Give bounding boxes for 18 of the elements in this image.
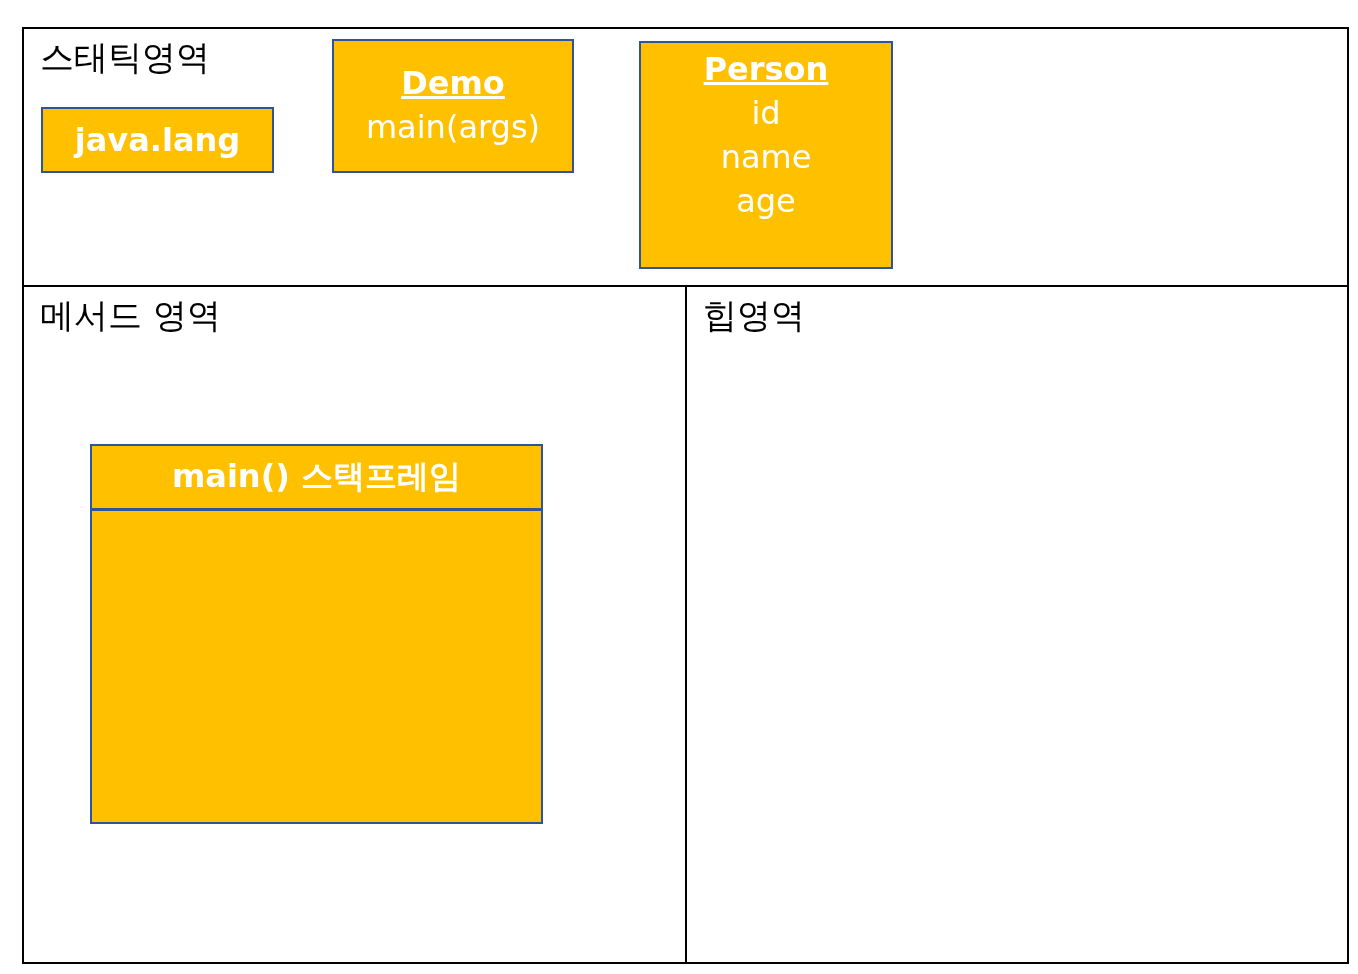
area-title: 메서드 영역 bbox=[40, 294, 221, 337]
member-text: main(args) bbox=[364, 107, 542, 148]
static-area-panel bbox=[22, 27, 1349, 287]
method-area-panel bbox=[22, 285, 687, 964]
class-box bbox=[639, 41, 893, 269]
stack-frame-box bbox=[90, 444, 543, 824]
class-name: java.lang bbox=[72, 120, 242, 161]
frame-title: main() 스택프레임 bbox=[170, 456, 463, 497]
heap-area-panel bbox=[685, 285, 1349, 964]
member-text: age bbox=[735, 181, 797, 222]
class-name: Demo bbox=[400, 63, 506, 104]
member-text: name bbox=[719, 137, 813, 178]
area-title: 스태틱영역 bbox=[40, 36, 210, 79]
member-text: id bbox=[750, 93, 782, 134]
class-box bbox=[332, 39, 574, 173]
area-title: 힙영역 bbox=[703, 294, 805, 337]
class-name: Person bbox=[702, 49, 830, 90]
class-box bbox=[41, 107, 274, 173]
